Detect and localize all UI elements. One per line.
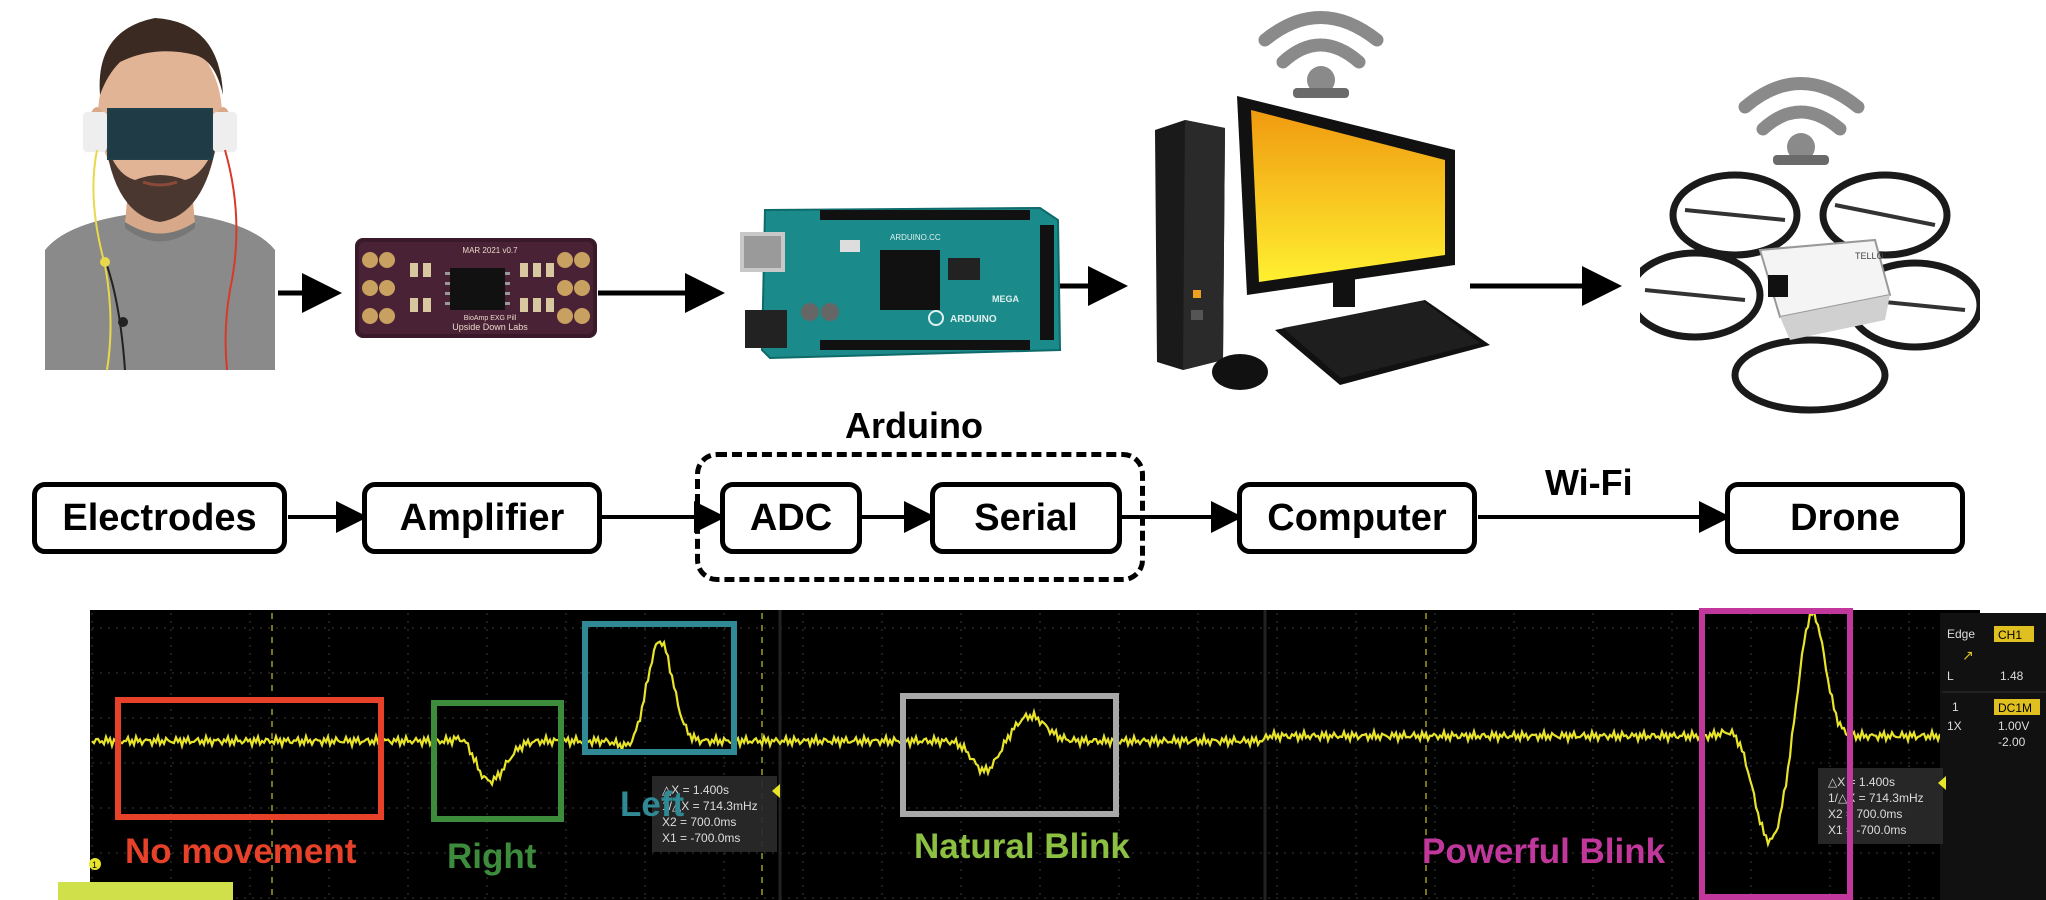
channel-value-1: 1.00V (1998, 719, 2029, 733)
box-powerful-blink (1699, 608, 1853, 900)
drone-image: TELLO (1640, 77, 1980, 414)
flow-block-computer: Computer (1237, 482, 1477, 554)
readout-x1-2: X1 = -700.0ms (1828, 823, 1906, 837)
top-arrows (278, 266, 1622, 313)
flow-block-amplifier: Amplifier (362, 482, 602, 554)
trigger-mode: Edge (1947, 627, 1975, 641)
person-photo (45, 0, 275, 370)
wifi-icon (1738, 77, 1865, 136)
svg-text:L: L (1947, 669, 1954, 683)
drone-silk: TELLO (1855, 251, 1884, 261)
trigger-slope: ↗ (1962, 647, 1974, 663)
signal-trace (91, 608, 1942, 848)
amplifier-silk-2: BioAmp EXG Pill (464, 315, 517, 322)
channel-marker: 1 (1952, 700, 1959, 714)
readout-dx: △X = 1.400s (662, 783, 729, 797)
amplifier-silk-1: Upside Down Labs (452, 322, 528, 332)
wifi-icon (1258, 11, 1384, 69)
readout-x2-2: X2 = 700.0ms (1828, 807, 1902, 821)
label-powerful-blink: Powerful Blink (1422, 832, 1666, 871)
trigger-level: 1.48 (2000, 669, 2024, 683)
arduino-silk-2: MEGA (992, 294, 1020, 304)
amplifier-board-image: Upside Down Labs BioAmp EXG Pill MAR 202… (355, 238, 597, 338)
flow-block-electrodes: Electrodes (32, 482, 287, 554)
label-no-movement: No movement (125, 832, 357, 871)
box-no-movement (115, 697, 384, 820)
box-natural-blink (900, 693, 1119, 817)
oscilloscope-panel: Edge CH1 ↗ 1.48 L 1 DC1M 1X 1.00V -2.00 … (58, 608, 2046, 900)
flow-block-drone: Drone (1725, 482, 1965, 554)
arduino-silk-1: ARDUINO.CC (890, 233, 941, 242)
readout-inv-dx-2: 1/△X = 714.3mHz (1828, 791, 1924, 805)
readout-dx-2: △X = 1.400s (1828, 775, 1895, 789)
amplifier-silk-3: MAR 2021 v0.7 (462, 246, 518, 255)
box-left (582, 621, 737, 755)
arduino-silk-3: ARDUINO (950, 314, 997, 325)
wifi-link-label: Wi-Fi (1545, 462, 1633, 503)
cursor-readout-2: △X = 1.400s 1/△X = 714.3mHz X2 = 700.0ms… (1818, 768, 1946, 844)
label-left: Left (620, 785, 685, 824)
arduino-group-label: Arduino (845, 405, 983, 446)
channel-probe: 1X (1947, 719, 1962, 733)
flow-block-adc: ADC (720, 482, 862, 554)
flow-block-serial: Serial (930, 482, 1122, 554)
box-right (431, 700, 564, 822)
channel-coupling: DC1M (1998, 701, 2032, 715)
trigger-channel: CH1 (1998, 628, 2022, 642)
label-natural-blink: Natural Blink (914, 827, 1130, 866)
arduino-board-image: ARDUINO.CC MEGA ARDUINO (740, 206, 1062, 360)
readout-x1: X1 = -700.0ms (662, 831, 740, 845)
readout-x2: X2 = 700.0ms (662, 815, 736, 829)
channel-value-2: -2.00 (1998, 735, 2026, 749)
label-right: Right (447, 837, 537, 876)
scope-screen (90, 610, 1980, 900)
computer-image (1155, 11, 1490, 390)
readout-inv-dx: 1/△X = 714.3mHz (662, 799, 758, 813)
scope-marker: 1 (92, 860, 97, 870)
cursor-readout-1: △X = 1.400s 1/△X = 714.3mHz X2 = 700.0ms… (652, 776, 780, 852)
flow-arrows (288, 501, 1731, 533)
